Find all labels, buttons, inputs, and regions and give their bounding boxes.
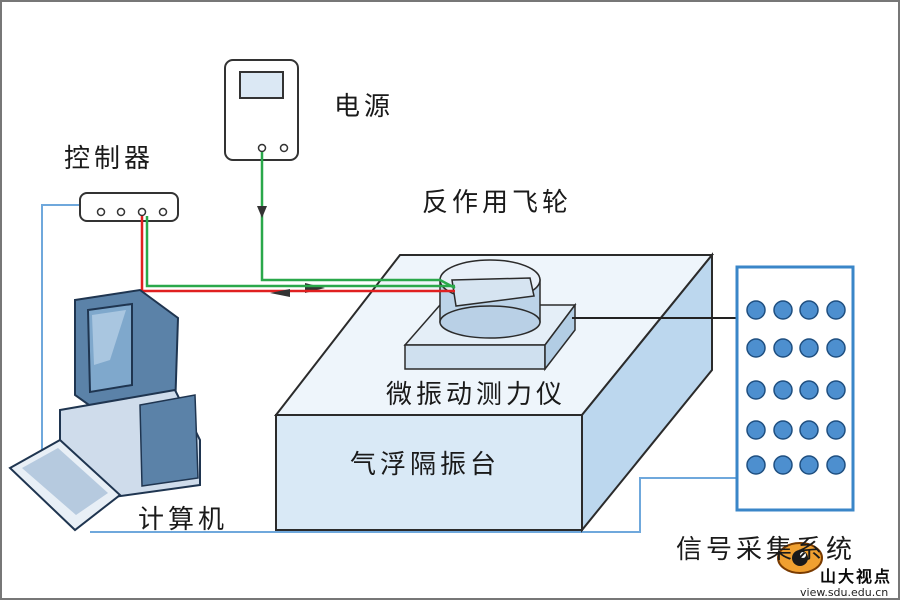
controller-to-computer-wire [41, 204, 80, 470]
controller-port-1 [96, 207, 106, 217]
flywheel-bottom [439, 305, 541, 339]
power-terminal-left [257, 143, 267, 153]
daq-channel-dot [746, 455, 766, 475]
flywheel-motor-housing [451, 277, 535, 307]
watermark-eye-pupil [800, 552, 806, 558]
computer [8, 288, 201, 532]
dynamometer-label: 微振动测力仪 [386, 380, 567, 410]
daq-channel-dot [773, 300, 793, 320]
keyboard-keys [22, 448, 108, 515]
daq-channel-dot [799, 455, 819, 475]
daq-channel-dot [746, 420, 766, 440]
control-wire-green [145, 216, 455, 288]
reaction-flywheel-label: 反作用飞轮 [422, 188, 573, 218]
watermark-url: view.sdu.edu.cn [800, 586, 889, 599]
controller-port-2 [116, 207, 126, 217]
reaction-flywheel [439, 259, 541, 339]
dynamometer-front [404, 344, 546, 370]
monitor-screen-glare [92, 310, 126, 365]
controller-port-3 [137, 207, 147, 217]
daq-channel-dot [799, 300, 819, 320]
controller [79, 192, 179, 222]
air-floating-table [273, 252, 715, 533]
daq-channel-dot [799, 420, 819, 440]
daq-channel-dot [826, 380, 846, 400]
power-terminal-right [279, 143, 289, 153]
daq-channel-dot [746, 380, 766, 400]
daq-channel-dot [773, 420, 793, 440]
data-acquisition-label: 信号采集系统 [676, 535, 857, 565]
power-supply-label: 电源 [334, 92, 395, 122]
daq-channel-dot [746, 300, 766, 320]
watermark-text: 山大视点 [820, 567, 893, 586]
signal-wires [41, 204, 745, 533]
daq-channel-dot [826, 338, 846, 358]
power-supply [224, 59, 299, 161]
daq-channel-dot [773, 380, 793, 400]
dynamometer-side [544, 302, 576, 372]
daq-channel-dot [773, 455, 793, 475]
daq-channel-dot [826, 420, 846, 440]
controller-body [79, 192, 179, 222]
pc-tower-side [139, 394, 199, 487]
daq-channel-dot [773, 338, 793, 358]
controller-label: 控制器 [64, 144, 155, 174]
control-wire-arrow [270, 289, 290, 297]
watermark-logo [777, 542, 823, 574]
power-supply-screen [239, 71, 284, 99]
daq-channel-dot [799, 338, 819, 358]
table-front-face [275, 414, 583, 531]
daq-channel-dot [746, 338, 766, 358]
daq-channel-dot [826, 455, 846, 475]
controller-port-4 [158, 207, 168, 217]
daq-channel-dot [799, 380, 819, 400]
daq-to-computer-wire [90, 477, 745, 533]
data-acquisition-panel [735, 265, 855, 512]
computer-label: 计算机 [138, 505, 229, 535]
daq-channel-dot [826, 300, 846, 320]
air-floating-table-label: 气浮隔振台 [350, 450, 501, 480]
power-wire-arrow-down [257, 206, 267, 218]
